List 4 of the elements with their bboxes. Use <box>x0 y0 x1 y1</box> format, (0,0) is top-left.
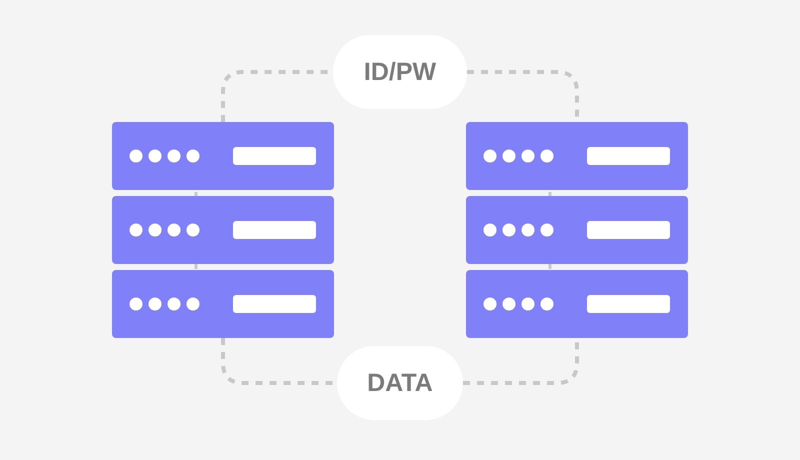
pill-text: DATA <box>367 368 433 398</box>
pill-text: ID/PW <box>364 58 436 86</box>
server-rack-drawing <box>466 122 688 338</box>
server-rack-drawing <box>112 122 334 338</box>
